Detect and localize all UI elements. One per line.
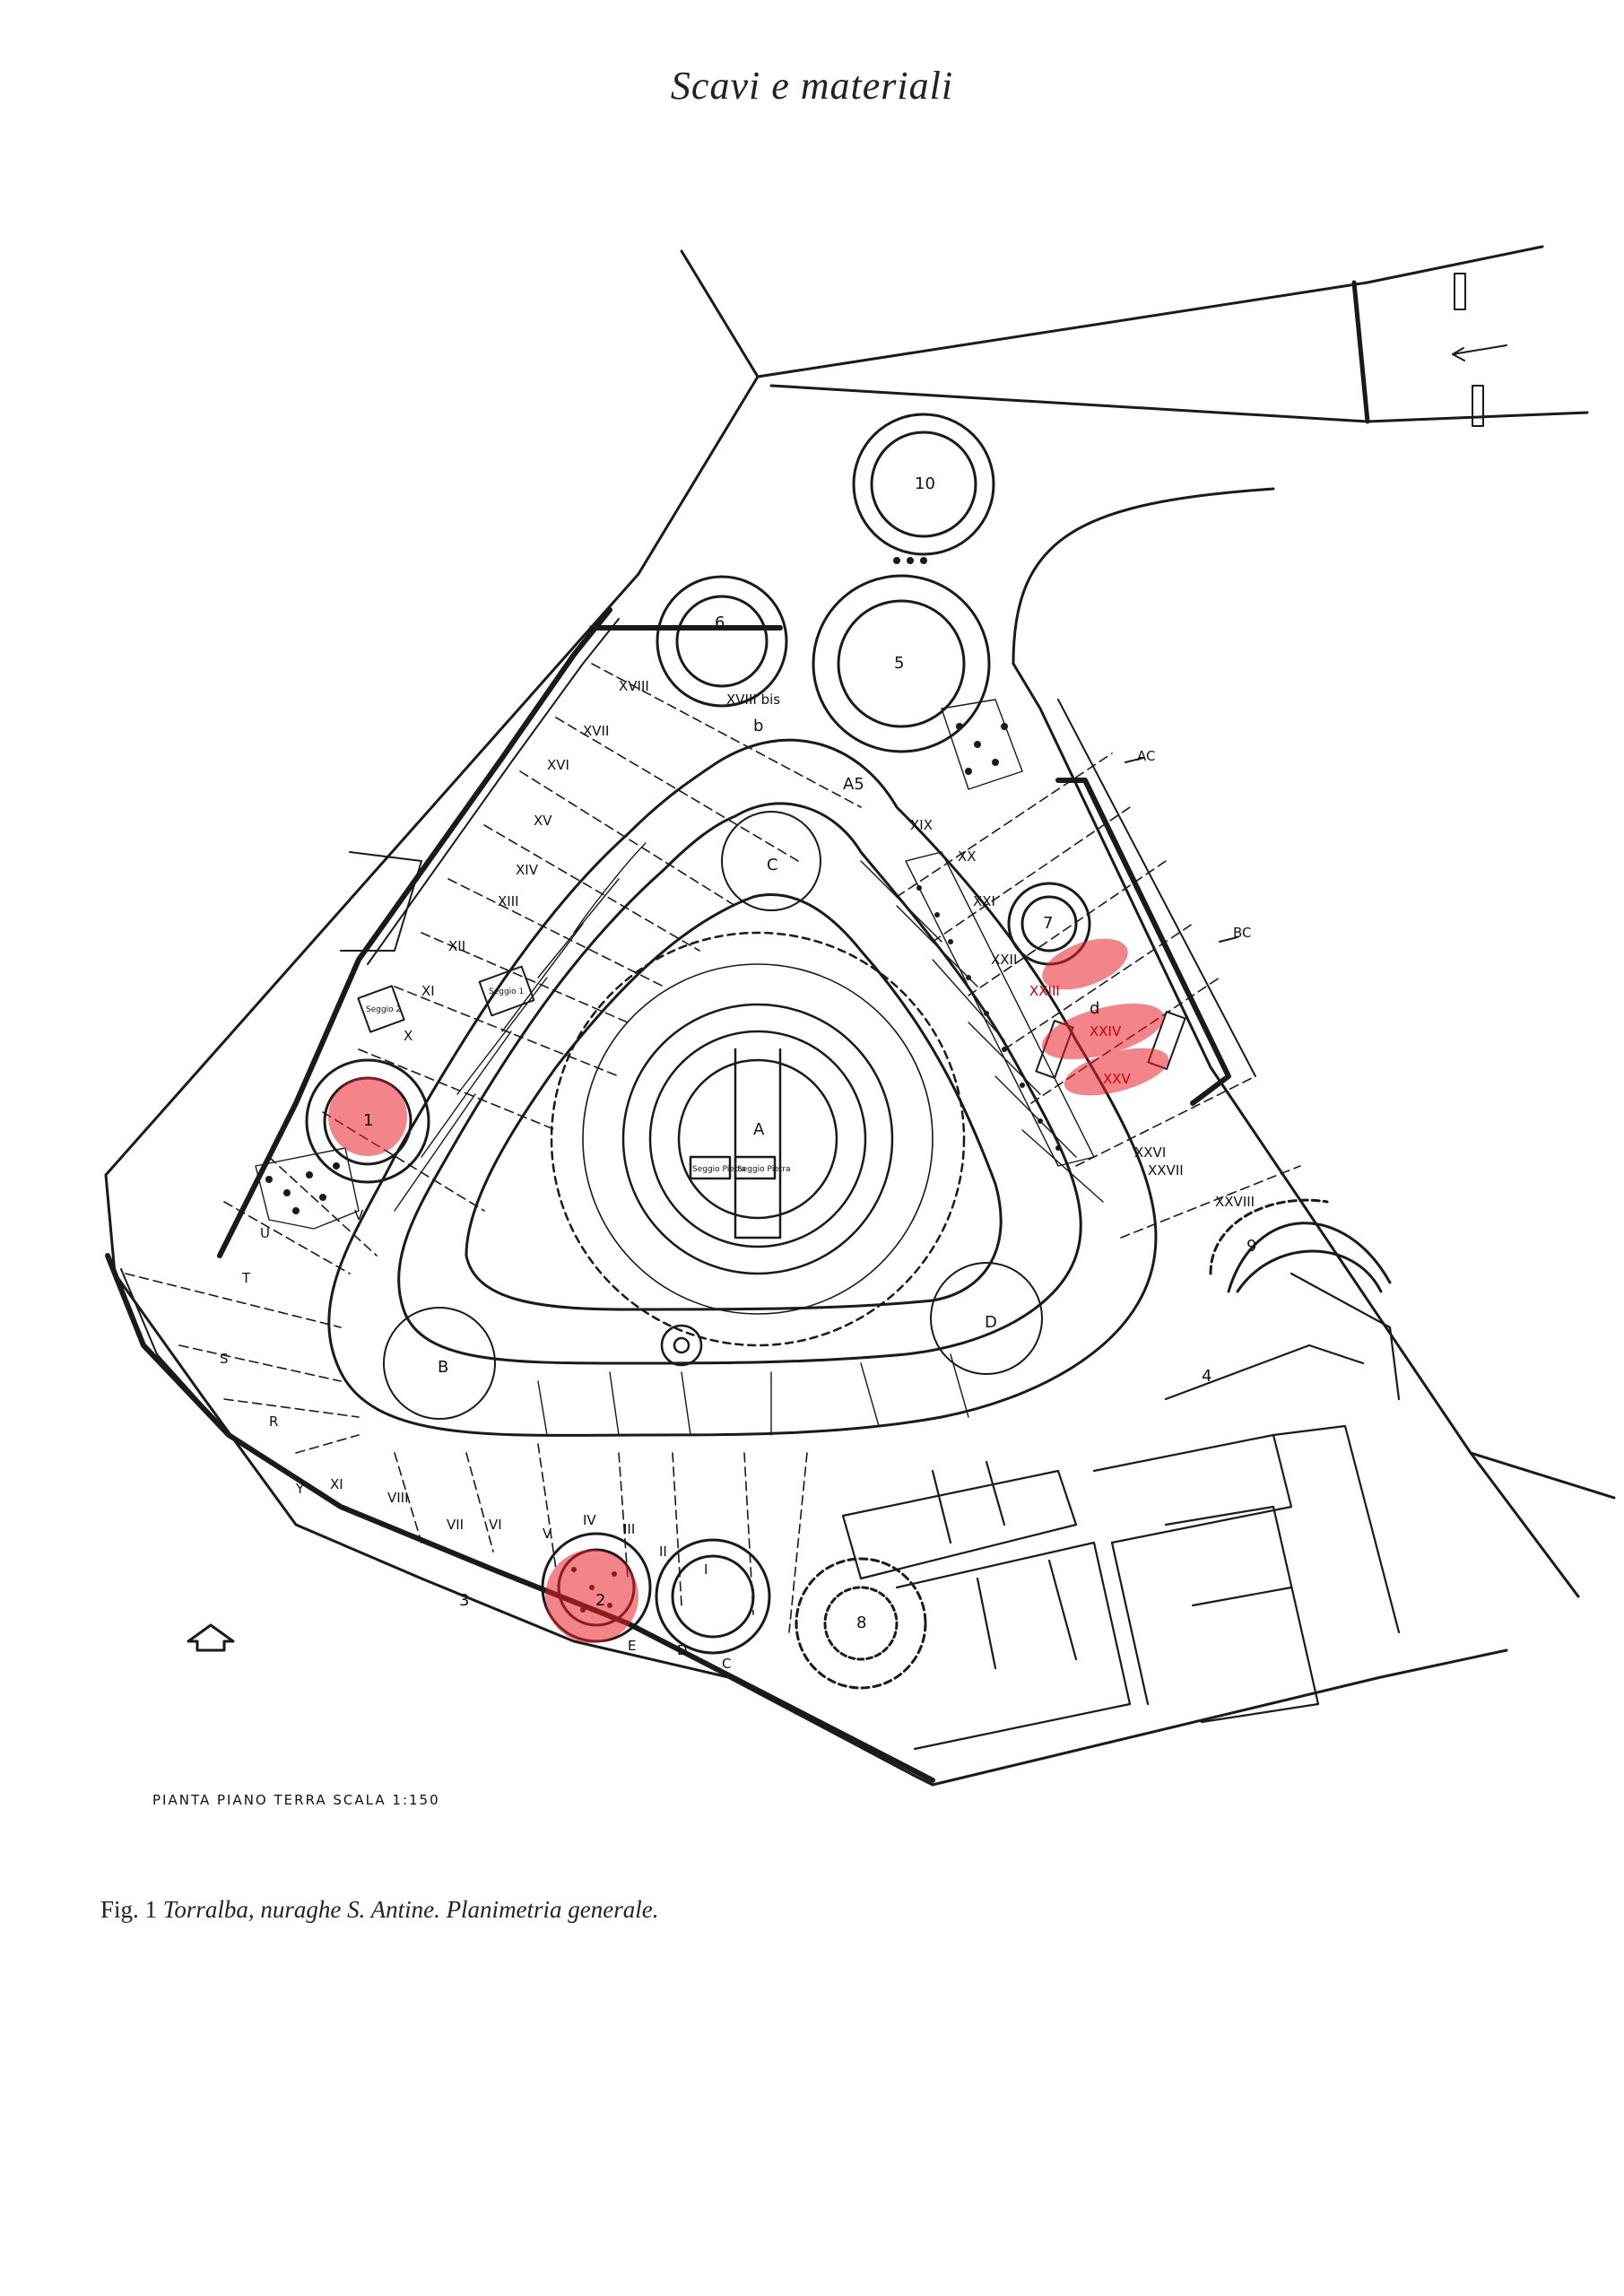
- core-label-B: B: [438, 1358, 448, 1377]
- caption-text: Torralba, nuraghe S. Antine. Planimetria…: [162, 1896, 659, 1923]
- tower-label-6: 6: [715, 613, 725, 632]
- road-label-AC: AC: [1137, 748, 1155, 764]
- room-label: XIX: [910, 817, 933, 833]
- tower-label-1: 1: [363, 1111, 373, 1130]
- room-label: XXII: [991, 952, 1017, 968]
- room-label: Y: [295, 1481, 305, 1497]
- outer-boundary: [104, 245, 1616, 1787]
- room-label: R: [269, 1413, 278, 1430]
- room-label: VIII: [387, 1490, 409, 1506]
- corridor-lobes: [383, 811, 1043, 1420]
- core-label-C: C: [767, 856, 778, 874]
- room-label: XV: [534, 813, 552, 829]
- room-label: XXV: [1103, 1071, 1132, 1087]
- figure-caption: Fig. 1 Torralba, nuraghe S. Antine. Plan…: [100, 1896, 659, 1924]
- road-markers: [1057, 699, 1256, 1077]
- room-label: XX: [958, 848, 977, 865]
- tower-label-4: 4: [1202, 1367, 1211, 1386]
- core-label-d: d: [1090, 999, 1099, 1018]
- room-label: I: [704, 1561, 708, 1578]
- center-label: Seggio Pietra: [737, 1165, 791, 1174]
- core-label-D: D: [985, 1313, 997, 1332]
- running-header: Scavi e materiali: [670, 64, 954, 108]
- room-label: XI: [330, 1476, 343, 1492]
- room-label: XXVIII: [1215, 1194, 1255, 1210]
- room-label: V: [354, 1207, 364, 1223]
- tower-label-2: 2: [595, 1591, 605, 1610]
- room-label: XVI: [547, 757, 569, 773]
- room-label: E: [628, 1638, 636, 1654]
- room-label: C: [722, 1656, 731, 1672]
- room-label: III: [623, 1521, 635, 1537]
- room-label: T: [241, 1270, 251, 1286]
- seat-label: Seggio 2: [366, 1005, 401, 1014]
- stippled-zones: [255, 699, 1095, 1230]
- room-label: XXVII: [1148, 1162, 1184, 1178]
- room-label: S: [220, 1351, 229, 1367]
- room-label: U: [260, 1225, 270, 1241]
- rectangular-structures: [841, 1272, 1401, 1751]
- room-label: XIV: [516, 862, 539, 878]
- tower-label-8: 8: [856, 1613, 866, 1632]
- room-label: XXVI: [1134, 1144, 1166, 1161]
- room-label: XVIII: [619, 678, 649, 694]
- room-label: IV: [583, 1512, 596, 1528]
- room-label: D: [677, 1642, 688, 1658]
- room-label: XVII: [583, 723, 609, 739]
- seat-label: Seggio 1: [489, 987, 524, 996]
- tower-label-10: 10: [915, 474, 935, 493]
- room-label: II: [659, 1544, 667, 1560]
- room-label: XII: [448, 938, 465, 954]
- core-label-A: A: [753, 1120, 765, 1139]
- scale-label: PIANTA PIANO TERRA SCALA 1:150: [152, 1792, 440, 1808]
- highlight-marks: [328, 938, 1169, 1643]
- tower-label-3: 3: [459, 1591, 469, 1610]
- central-tower: [550, 931, 966, 1367]
- room-label: VI: [489, 1517, 502, 1533]
- room-label: XVIII bis: [726, 691, 780, 708]
- road-markings: [1452, 273, 1507, 427]
- room-label: XXI: [973, 893, 995, 909]
- center-label: Seggio Pietra: [692, 1165, 746, 1174]
- tower-label-9: 9: [1246, 1237, 1256, 1256]
- bastion-outline: [327, 738, 1158, 1437]
- room-label: XXIII: [1029, 983, 1060, 999]
- tower-label-7: 7: [1043, 914, 1053, 933]
- room-label: XI: [421, 983, 435, 999]
- room-dividers: [125, 663, 862, 1454]
- room-label: X: [404, 1028, 413, 1044]
- core-label-b: b: [753, 717, 763, 735]
- towers: [305, 413, 1392, 1690]
- room-label: XIII: [498, 893, 519, 909]
- entrance-arrow-icon: [187, 1623, 235, 1652]
- road-label-BC: BC: [1233, 925, 1252, 941]
- core-label-A5: A5: [843, 775, 864, 794]
- room-label: V: [543, 1526, 552, 1542]
- tower-label-5: 5: [894, 654, 904, 673]
- room-label: VII: [447, 1517, 464, 1533]
- caption-figure-number: Fig. 1: [100, 1896, 158, 1923]
- room-label: XXIV: [1090, 1023, 1122, 1039]
